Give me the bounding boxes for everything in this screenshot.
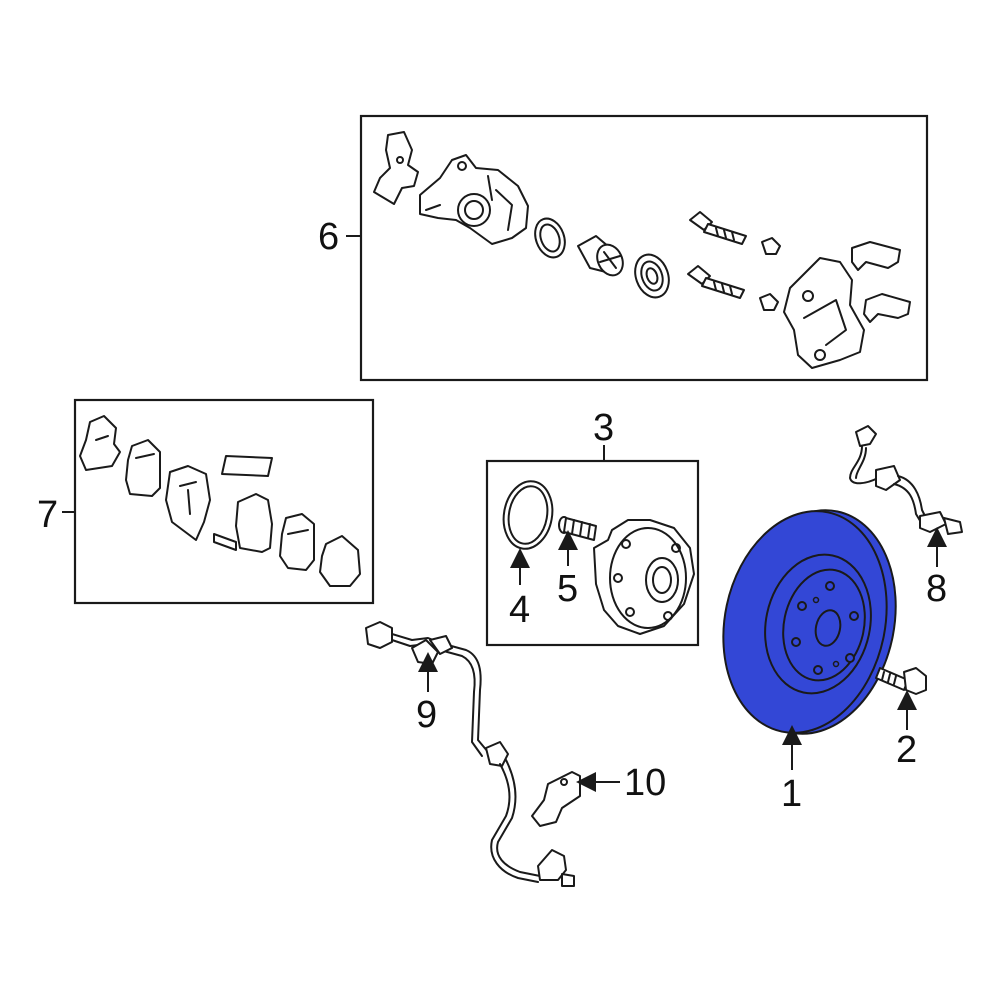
rotor-lug-hole [849, 611, 859, 621]
rotor-screw-hole [812, 596, 820, 604]
pad-shim-2[interactable] [221, 455, 273, 477]
pad-shim-1[interactable] [79, 415, 121, 471]
rotor-lug-hole [825, 581, 835, 591]
pin-bushing-upper[interactable] [761, 237, 781, 255]
callout-10: 10 [624, 762, 666, 804]
brake-pad-3[interactable] [235, 493, 273, 553]
abs-wheel-sensor[interactable] [365, 621, 575, 887]
rotor-lug-hole [791, 637, 801, 647]
callout-9: 9 [416, 694, 437, 736]
pin-bushing-lower[interactable] [759, 293, 779, 311]
callout-6: 6 [318, 216, 339, 258]
pad-kit-frame [73, 398, 375, 605]
caliper-clip[interactable] [373, 131, 419, 205]
piston-seal[interactable] [530, 214, 570, 261]
abutment-clip-upper[interactable] [851, 241, 901, 271]
rotor-screw-hole [832, 660, 840, 668]
piston-boot[interactable] [629, 250, 674, 302]
pad-kit-group[interactable] [73, 398, 375, 605]
caliper-bracket[interactable] [783, 257, 865, 369]
brake-pad-4[interactable] [279, 513, 315, 571]
guide-pin-upper[interactable] [689, 211, 747, 245]
brake-rotor[interactable] [703, 495, 915, 749]
hub-bearing[interactable] [593, 519, 695, 635]
wear-indicator[interactable] [213, 533, 237, 551]
rotor-lug-hole [797, 601, 807, 611]
caliper-body[interactable] [419, 154, 529, 245]
callout-2: 2 [896, 729, 917, 771]
abutment-clip-lower[interactable] [863, 293, 911, 323]
brake-pad-1[interactable] [125, 439, 161, 497]
rotor-center-bore [814, 609, 842, 647]
caliper-kit-group[interactable] [359, 114, 929, 382]
pad-shim-3[interactable] [319, 535, 361, 587]
callout-3: 3 [593, 407, 614, 449]
callout-5: 5 [557, 568, 578, 610]
hub-kit-group[interactable] [485, 459, 700, 647]
callout-7: 7 [37, 494, 58, 536]
callout-1: 1 [781, 773, 802, 815]
callout-4: 4 [509, 589, 530, 631]
wheel-stud[interactable] [558, 516, 597, 541]
sensor-bracket[interactable] [531, 771, 581, 827]
caliper-kit-frame [359, 114, 929, 382]
guide-pin-lower[interactable] [687, 265, 745, 299]
callout-8: 8 [926, 568, 947, 610]
brake-hose[interactable] [849, 425, 963, 535]
hub-o-ring[interactable] [498, 477, 557, 552]
rotor-lug-hole [845, 653, 855, 663]
brake-pad-2[interactable] [165, 465, 211, 541]
caliper-piston[interactable] [577, 235, 628, 280]
hub-bolt[interactable] [875, 667, 927, 695]
rotor-lug-hole [813, 665, 823, 675]
hub-kit-frame [485, 459, 700, 647]
